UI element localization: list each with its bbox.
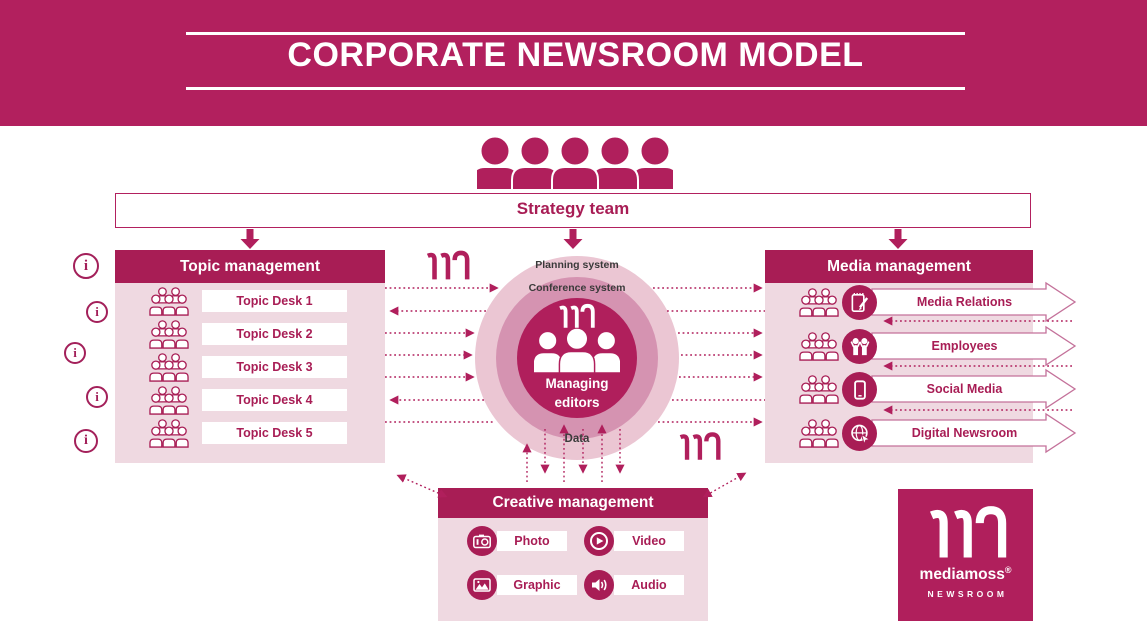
channel-banner-arrow — [871, 281, 1077, 323]
planning-system-label: Planning system — [535, 259, 619, 271]
globe-cursor-icon — [842, 416, 877, 451]
media-channel-label: Digital Newsroom — [911, 426, 1018, 440]
managing-editors-line2: editors — [554, 395, 600, 410]
media-channel-label: Employees — [931, 339, 998, 353]
data-label: Data — [564, 433, 590, 445]
camera-icon — [467, 526, 497, 556]
creative-item-label: Photo — [497, 531, 567, 551]
topic-desk-item: Topic Desk 3 — [202, 356, 347, 378]
topic-desk-item: Topic Desk 2 — [202, 323, 347, 345]
creative-item-label: Graphic — [497, 575, 577, 595]
media-channel-label: Media Relations — [916, 295, 1013, 309]
topic-desk-item: Topic Desk 5 — [202, 422, 347, 444]
people-group-icon — [149, 286, 189, 316]
people-group-icon — [799, 287, 839, 317]
info-icon[interactable]: i — [73, 253, 99, 279]
strategy-down-arrows — [240, 229, 908, 249]
media-management-header: Media management — [765, 250, 1033, 283]
page-title: CORPORATE NEWSROOM MODEL — [287, 36, 864, 74]
managing-editors-people-icon — [534, 328, 620, 373]
image-icon — [467, 570, 497, 600]
topic-management-header: Topic management — [115, 250, 385, 283]
smartphone-icon — [842, 372, 877, 407]
people-group-icon — [799, 418, 839, 448]
logo-subtitle: NEWSROOM — [927, 589, 1008, 599]
people-group-icon — [799, 374, 839, 404]
header-rule-top — [186, 32, 965, 35]
registered-mark: ® — [1004, 565, 1012, 575]
info-icon[interactable]: i — [74, 429, 98, 453]
header-band — [0, 0, 1147, 126]
people-group-icon — [799, 331, 839, 361]
managing-editors-line1: Managing — [545, 376, 609, 391]
people-group-icon — [149, 352, 189, 382]
info-icon[interactable]: i — [86, 386, 108, 408]
strategy-team-band — [115, 193, 1031, 228]
channel-banner-arrow — [871, 368, 1077, 410]
info-icon[interactable]: i — [86, 301, 108, 323]
strategy-team-people-icon — [477, 136, 673, 190]
channel-banner-arrow — [871, 325, 1077, 367]
mediamoss-m-icon — [556, 302, 596, 328]
topic-desk-item: Topic Desk 1 — [202, 290, 347, 312]
info-icon[interactable]: i — [64, 342, 86, 364]
mediamoss-m-icon — [923, 502, 1009, 558]
strategy-team-label: Strategy team — [516, 199, 630, 218]
mediamoss-m-watermark — [676, 430, 722, 460]
topic-desk-item: Topic Desk 4 — [202, 389, 347, 411]
media-channel-label: Social Media — [926, 382, 1003, 396]
creative-item-label: Audio — [614, 575, 684, 595]
notepad-pencil-icon — [842, 285, 877, 320]
play-icon — [584, 526, 614, 556]
creative-management-header: Creative management — [438, 488, 708, 518]
creative-item-label: Video — [614, 531, 684, 551]
conference-system-label: Conference system — [528, 282, 626, 294]
speaker-icon — [584, 570, 614, 600]
managing-editors-label: Managing editors — [517, 374, 637, 412]
employees-icon — [842, 329, 877, 364]
people-group-icon — [149, 385, 189, 415]
logo-brand-name: mediamoss® — [919, 565, 1012, 584]
people-group-icon — [149, 418, 189, 448]
header-rule-bottom — [186, 87, 965, 90]
mediamoss-m-watermark — [423, 245, 471, 283]
channel-banner-arrow — [871, 412, 1077, 454]
people-group-icon — [149, 319, 189, 349]
